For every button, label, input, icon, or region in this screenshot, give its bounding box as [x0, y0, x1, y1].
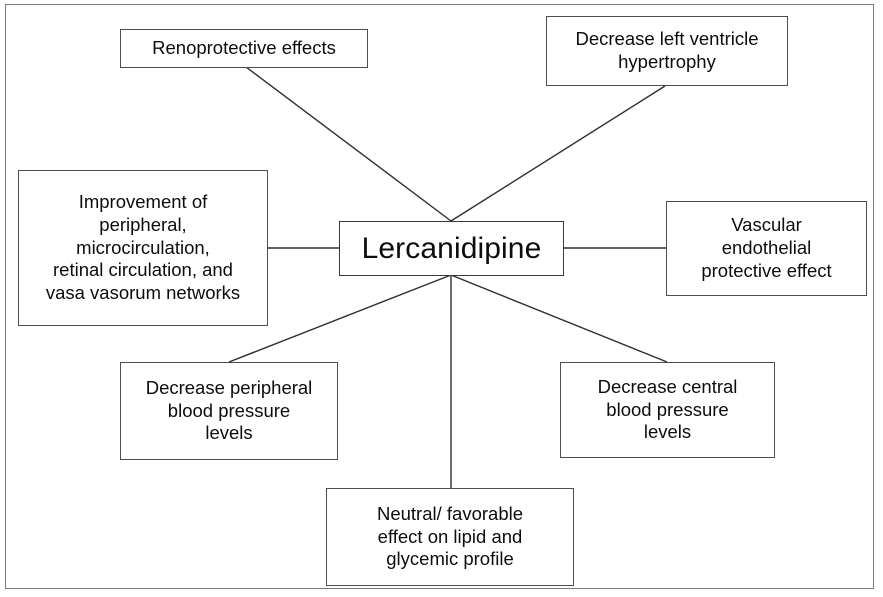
node-lercanidipine-center-label: Lercanidipine [361, 231, 542, 265]
node-improvement-of-peripheral-circulation[interactable]: Improvement of peripheral, microcirculat… [18, 170, 268, 326]
edge-renoprotective [245, 66, 452, 222]
node-decrease-central-blood-pressure-label: Decrease central blood pressure levels [597, 375, 738, 443]
node-decrease-left-ventricle-hypertrophy[interactable]: Decrease left ventricle hypertrophy [546, 16, 788, 86]
node-decrease-peripheral-blood-pressure-label: Decrease peripheral blood pressure level… [145, 376, 313, 444]
node-vascular-endothelial-protective-effect[interactable]: Vascular endothelial protective effect [666, 201, 867, 296]
node-decrease-peripheral-blood-pressure[interactable]: Decrease peripheral blood pressure level… [120, 362, 338, 460]
node-decrease-central-blood-pressure[interactable]: Decrease central blood pressure levels [560, 362, 775, 458]
node-lercanidipine-center[interactable]: Lercanidipine [339, 221, 564, 276]
node-renoprotective[interactable]: Renoprotective effects [120, 29, 368, 68]
node-neutral-favorable-lipid-glycemic[interactable]: Neutral/ favorable effect on lipid and g… [326, 488, 574, 586]
edge-peripheral-bp [228, 274, 452, 363]
node-neutral-favorable-lipid-glycemic-label: Neutral/ favorable effect on lipid and g… [376, 502, 524, 570]
edge-central-bp [450, 274, 668, 363]
node-renoprotective-label: Renoprotective effects [152, 37, 336, 59]
edge-lvh [450, 85, 666, 222]
node-vascular-endothelial-protective-effect-label: Vascular endothelial protective effect [701, 214, 832, 281]
node-improvement-of-peripheral-circulation-label: Improvement of peripheral, microcirculat… [45, 190, 241, 304]
node-decrease-left-ventricle-hypertrophy-label: Decrease left ventricle hypertrophy [575, 28, 759, 72]
